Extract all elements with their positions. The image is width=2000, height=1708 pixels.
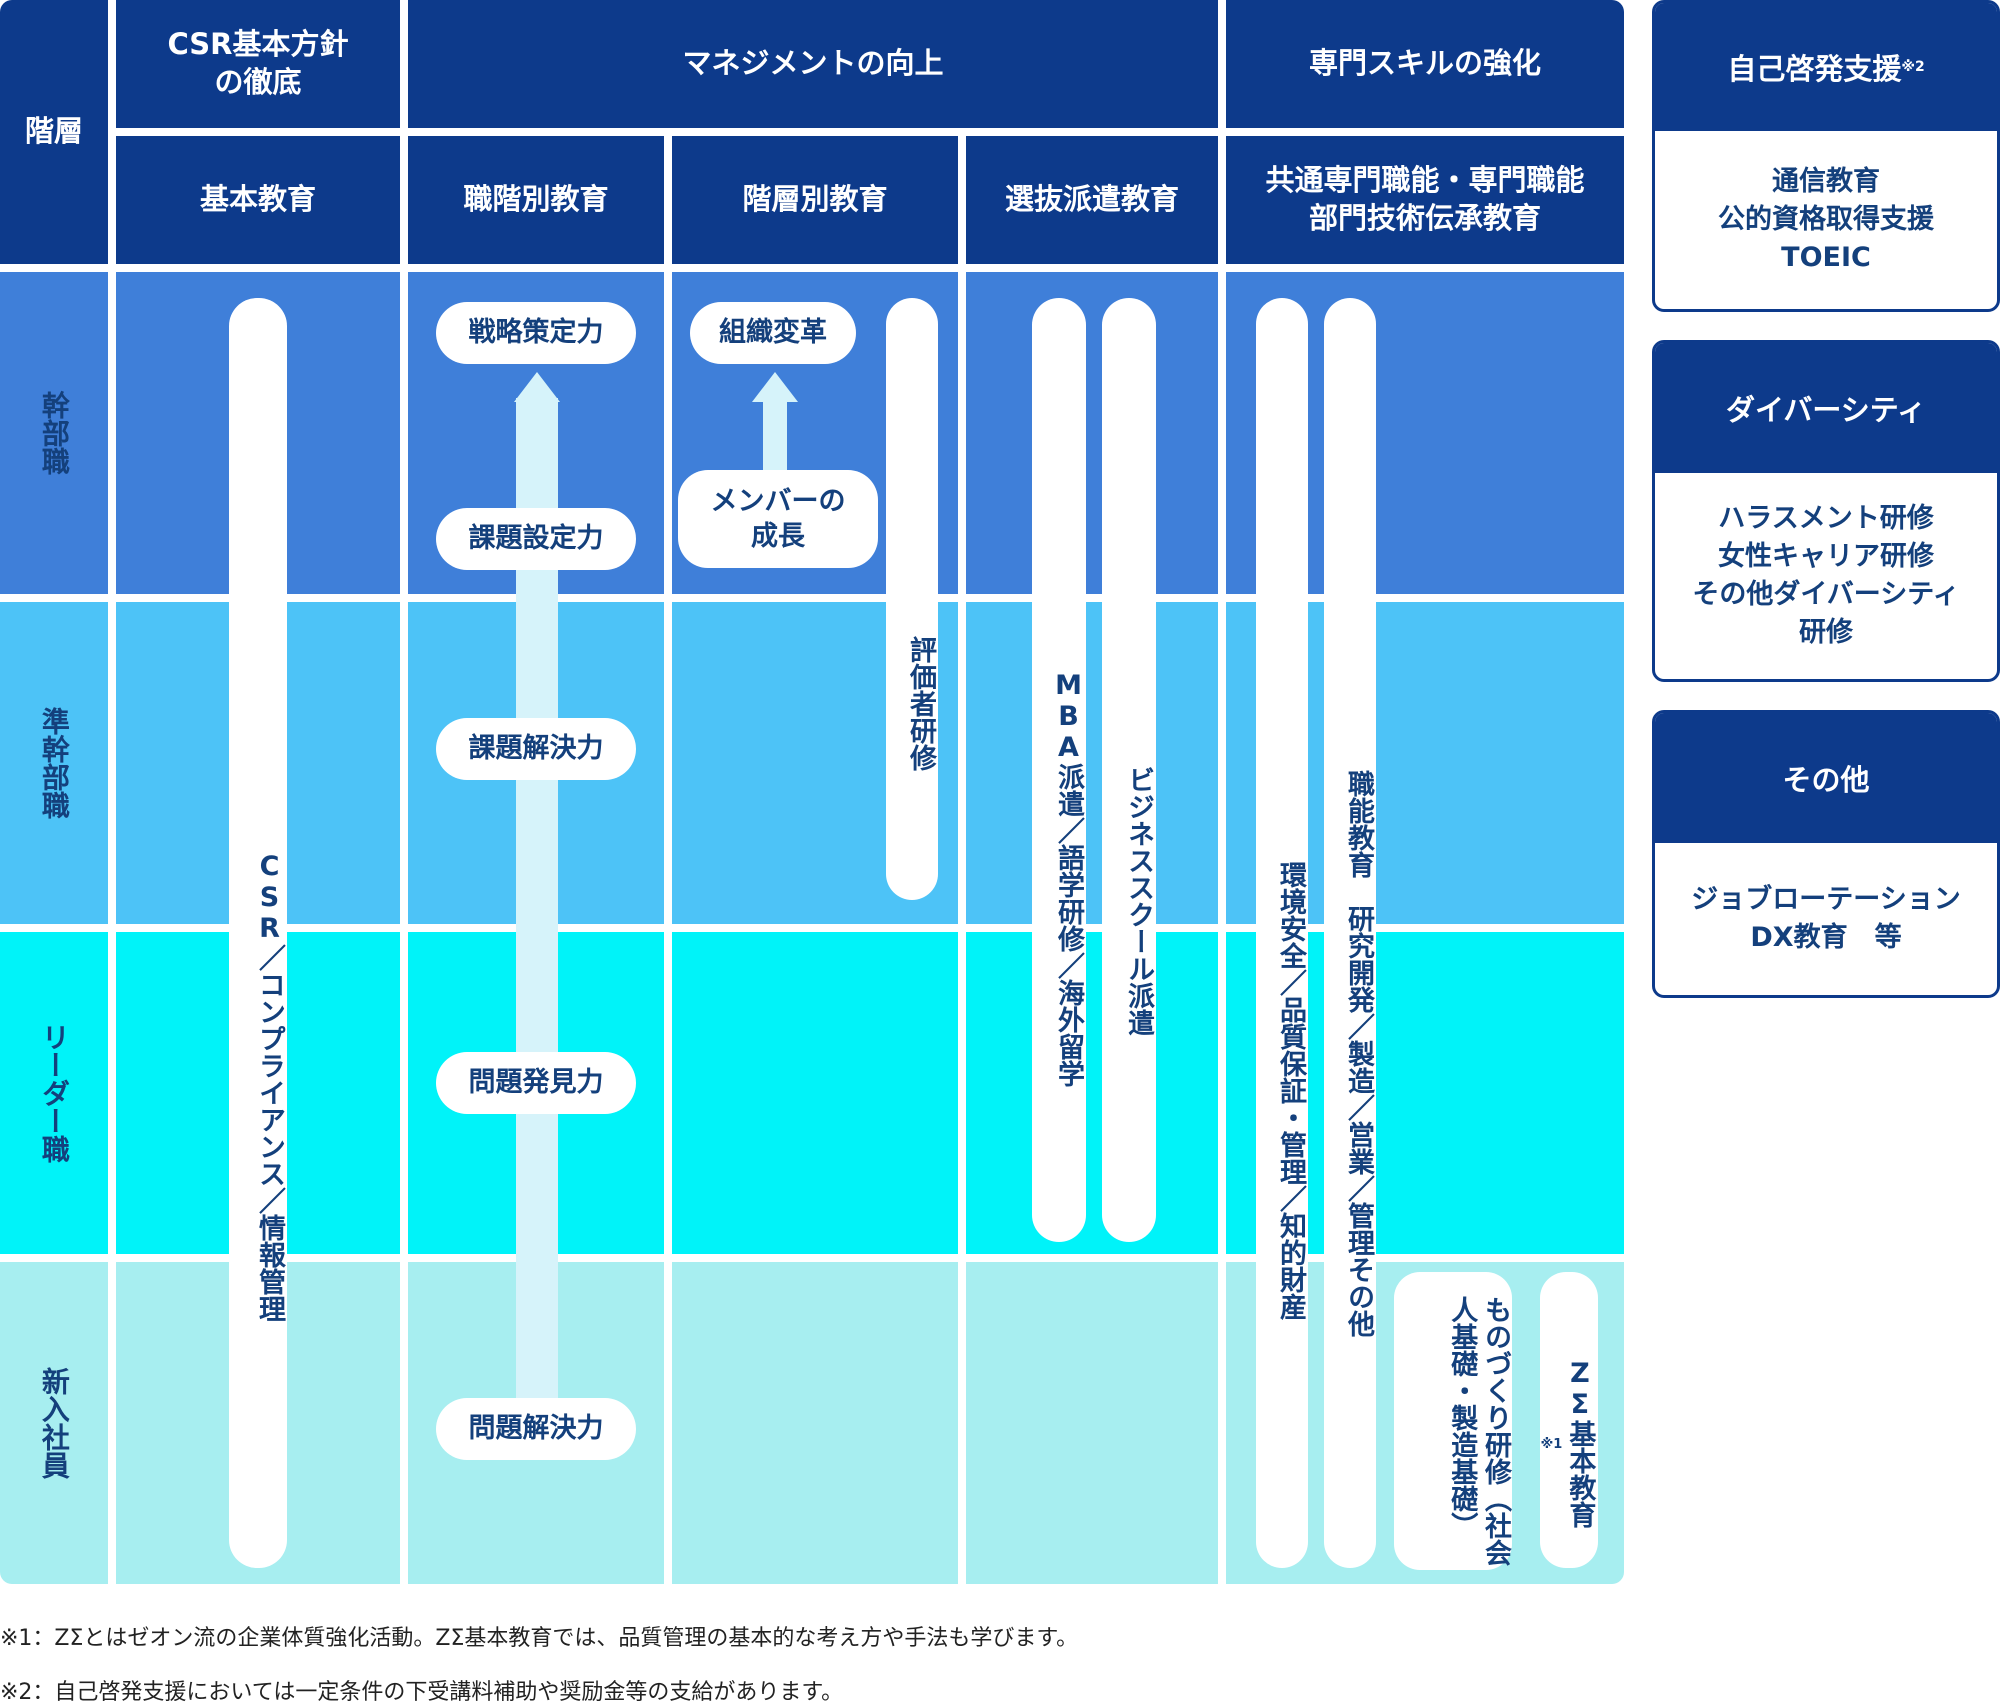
list-item: 公的資格取得支援 (1718, 204, 1934, 236)
cell (672, 932, 958, 1254)
footnote-2: ※2：自己啓発支援においては一定条件の下受講料補助や奨励金等の支給があります。 (0, 1680, 844, 1705)
footnote-1: ※1：ZΣとはゼオン流の企業体質強化活動。ZΣ基本教育では、品質管理の基本的な考… (0, 1626, 1079, 1651)
cell (966, 272, 1218, 594)
list-item: ジョブローテーション (1691, 884, 1961, 916)
member-growth-pill: メンバーの 成長 (678, 470, 878, 568)
self-development-box: 自己啓発支援※2 通信教育 公的資格取得支援 TOEIC (1652, 0, 2000, 312)
evaluator-training-pill: 評価者研修 (886, 298, 938, 900)
zsigma-footnote-mark: ※1 (1540, 1436, 1563, 1452)
other-items: ジョブローテーション DX教育 等 (1655, 843, 1997, 995)
list-item: DX教育 等 (1750, 922, 1902, 953)
list-item: ハラスメント研修 (1718, 503, 1934, 535)
self-development-footnote-mark: ※2 (1901, 59, 1925, 75)
skill-pill-problem-finding: 問題発見力 (436, 1052, 636, 1114)
tier-header: 階層 (0, 0, 108, 264)
self-development-title-text: 自己啓発支援 (1727, 52, 1902, 86)
diversity-title: ダイバーシティ (1655, 343, 1997, 473)
list-item: 通信教育 (1772, 166, 1880, 198)
functional-education-pill: 職能教育 研究開発／製造／営業／管理その他 (1324, 298, 1376, 1568)
cell (966, 932, 1218, 1254)
skill-pill-issue-solving: 課題解決力 (436, 718, 636, 780)
column-header-specialty: 共通専門職能・専門職能 部門技術伝承教育 (1226, 136, 1624, 264)
tier-arrow-head (752, 372, 798, 402)
diversity-items: ハラスメント研修 女性キャリア研修 その他ダイバーシティ 研修 (1655, 473, 1997, 679)
org-change-pill: 組織変革 (690, 302, 856, 364)
zsigma-label: ZΣ基本教育 (1564, 1358, 1596, 1528)
column-header-tier: 階層別教育 (672, 136, 958, 264)
column-header-selection: 選抜派遣教育 (966, 136, 1218, 264)
group-header-specialty: 専門スキルの強化 (1226, 0, 1624, 128)
csr-compliance-pill: CSR／コンプライアンス／情報管理 (229, 298, 287, 1568)
skill-pill-strategy: 戦略策定力 (436, 302, 636, 364)
column-header-basic: 基本教育 (116, 136, 400, 264)
diversity-box: ダイバーシティ ハラスメント研修 女性キャリア研修 その他ダイバーシティ 研修 (1652, 340, 2000, 682)
tier-arrow-shaft (763, 398, 787, 470)
group-header-csr: CSR基本方針 の徹底 (116, 0, 400, 128)
zsigma-pill: ZΣ基本教育 ※1 (1540, 1272, 1598, 1568)
row-label-executive: 幹部職 (0, 272, 108, 594)
skill-pill-problem-solving: 問題解決力 (436, 1398, 636, 1460)
growth-arrow-head (514, 372, 560, 402)
business-school-pill: ビジネススクール派遣 (1102, 298, 1156, 1242)
self-development-title: 自己啓発支援※2 (1655, 3, 1997, 131)
list-item: その他ダイバーシティ (1692, 579, 1960, 610)
self-development-items: 通信教育 公的資格取得支援 TOEIC (1655, 131, 1997, 309)
row-label-new-employee: 新入社員 (0, 1262, 108, 1584)
other-title: その他 (1655, 713, 1997, 843)
cell (672, 1262, 958, 1584)
row-label-leader: リーダー職 (0, 932, 108, 1254)
group-header-management: マネジメントの向上 (408, 0, 1218, 128)
list-item: TOEIC (1781, 241, 1871, 273)
cell (966, 1262, 1218, 1584)
skill-pill-issue-setting: 課題設定力 (436, 508, 636, 570)
list-item: 女性キャリア研修 (1718, 541, 1934, 573)
list-item: 研修 (1799, 616, 1853, 648)
other-box: その他 ジョブローテーション DX教育 等 (1652, 710, 2000, 998)
environment-safety-pill: 環境安全／品質保証・管理／知的財産 (1256, 298, 1308, 1568)
column-header-job-grade: 職階別教育 (408, 136, 664, 264)
cell (966, 602, 1218, 924)
row-label-sub-executive: 準幹部職 (0, 602, 108, 924)
monozukuri-pill: ものづくり研修（社会人基礎・製造基礎） (1394, 1272, 1512, 1570)
mba-pill: MBA派遣／語学研修／海外留学 (1032, 298, 1086, 1242)
